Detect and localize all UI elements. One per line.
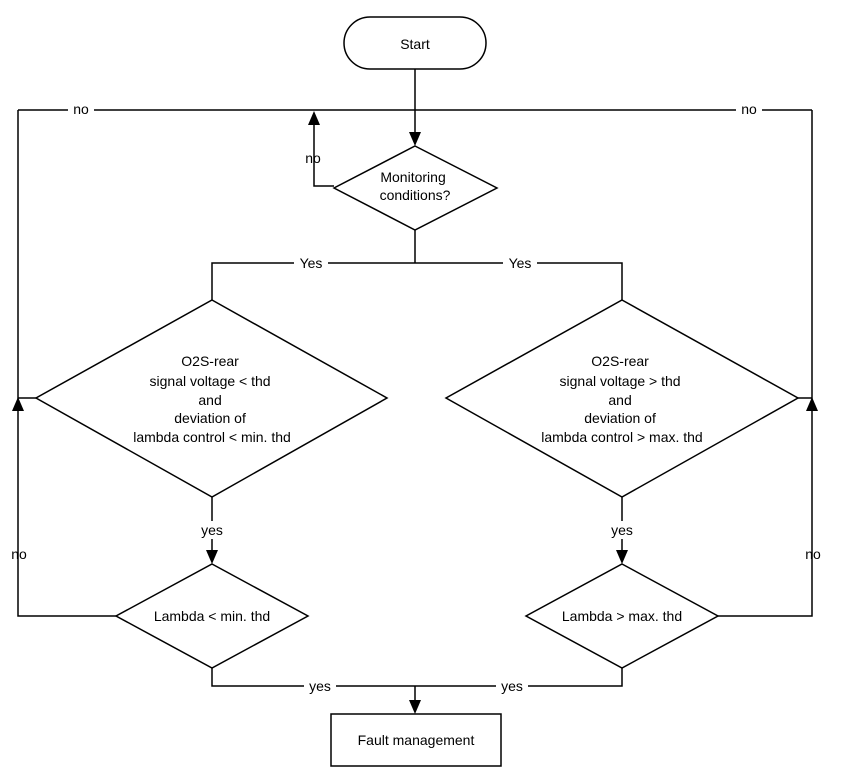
fault-management-box bbox=[330, 713, 502, 767]
arrow-left-loop-up bbox=[12, 397, 24, 411]
label-yes-bottom-left: yes bbox=[309, 678, 331, 694]
label-no-right-side: no bbox=[805, 546, 821, 562]
label-no-left-side: no bbox=[11, 546, 27, 562]
label-yes-bottom-right: yes bbox=[501, 678, 523, 694]
arrow-into-lambda-max bbox=[616, 550, 628, 564]
right-check-label: O2S-rear signal voltage > thd and deviat… bbox=[541, 353, 702, 445]
arrow-right-loop-up bbox=[806, 397, 818, 411]
label-no-top-right: no bbox=[741, 101, 757, 117]
lambda-min-decision bbox=[114, 563, 310, 669]
label-yes-left: Yes bbox=[300, 255, 323, 271]
right-check-line: O2S-rear bbox=[591, 353, 649, 369]
start-label: Start bbox=[400, 36, 430, 52]
monitoring-decision bbox=[332, 145, 499, 231]
label-bg bbox=[304, 677, 336, 695]
fault-management-label: Fault management bbox=[358, 732, 475, 748]
label-bg bbox=[68, 101, 94, 119]
label-bg bbox=[496, 677, 528, 695]
edge-right-outer-loop bbox=[718, 110, 813, 617]
left-check-line: lambda control < min. thd bbox=[133, 429, 291, 445]
connectors bbox=[17, 69, 813, 702]
right-check-line: deviation of bbox=[584, 410, 656, 426]
arrow-into-lambda-min bbox=[206, 550, 218, 564]
left-check-label: O2S-rear signal voltage < thd and deviat… bbox=[133, 353, 291, 445]
edge-lambda-min-yes bbox=[211, 668, 415, 687]
arrow-monitoring-no-up bbox=[308, 111, 320, 125]
label-yes-right-down: yes bbox=[611, 522, 633, 538]
label-bg bbox=[294, 254, 328, 272]
label-bg bbox=[608, 521, 636, 539]
lambda-min-label: Lambda < min. thd bbox=[154, 608, 270, 624]
edge-left-outer-loop bbox=[17, 110, 116, 617]
left-check-line: and bbox=[198, 392, 221, 408]
right-check-line: and bbox=[608, 392, 631, 408]
label-bg bbox=[736, 101, 762, 119]
monitoring-line: Monitoring bbox=[380, 169, 445, 185]
label-no-top-left: no bbox=[73, 101, 89, 117]
label-yes-right: Yes bbox=[509, 255, 532, 271]
monitoring-label: Monitoring conditions? bbox=[380, 169, 451, 203]
lambda-max-decision bbox=[524, 563, 720, 669]
right-check-line: lambda control > max. thd bbox=[541, 429, 702, 445]
right-check-line: signal voltage > thd bbox=[560, 373, 681, 389]
left-check-line: deviation of bbox=[174, 410, 246, 426]
lambda-max-label: Lambda > max. thd bbox=[562, 608, 682, 624]
edge-yes-left bbox=[211, 262, 415, 300]
label-no-monitoring: no bbox=[305, 150, 321, 166]
label-bg bbox=[198, 521, 226, 539]
edge-yes-right bbox=[415, 262, 623, 300]
left-check-decision bbox=[34, 299, 389, 498]
label-yes-left-down: yes bbox=[201, 522, 223, 538]
arrow-into-monitoring bbox=[409, 132, 421, 146]
edge-monitoring-no-loop bbox=[313, 125, 334, 187]
arrow-into-fault bbox=[409, 700, 421, 714]
right-check-decision bbox=[444, 299, 800, 498]
arrowheads bbox=[12, 111, 818, 714]
left-check-line: O2S-rear bbox=[181, 353, 239, 369]
monitoring-line: conditions? bbox=[380, 187, 451, 203]
edge-lambda-max-yes bbox=[415, 668, 623, 687]
left-check-line: signal voltage < thd bbox=[150, 373, 271, 389]
label-bg bbox=[503, 254, 537, 272]
start-terminator bbox=[343, 16, 487, 70]
